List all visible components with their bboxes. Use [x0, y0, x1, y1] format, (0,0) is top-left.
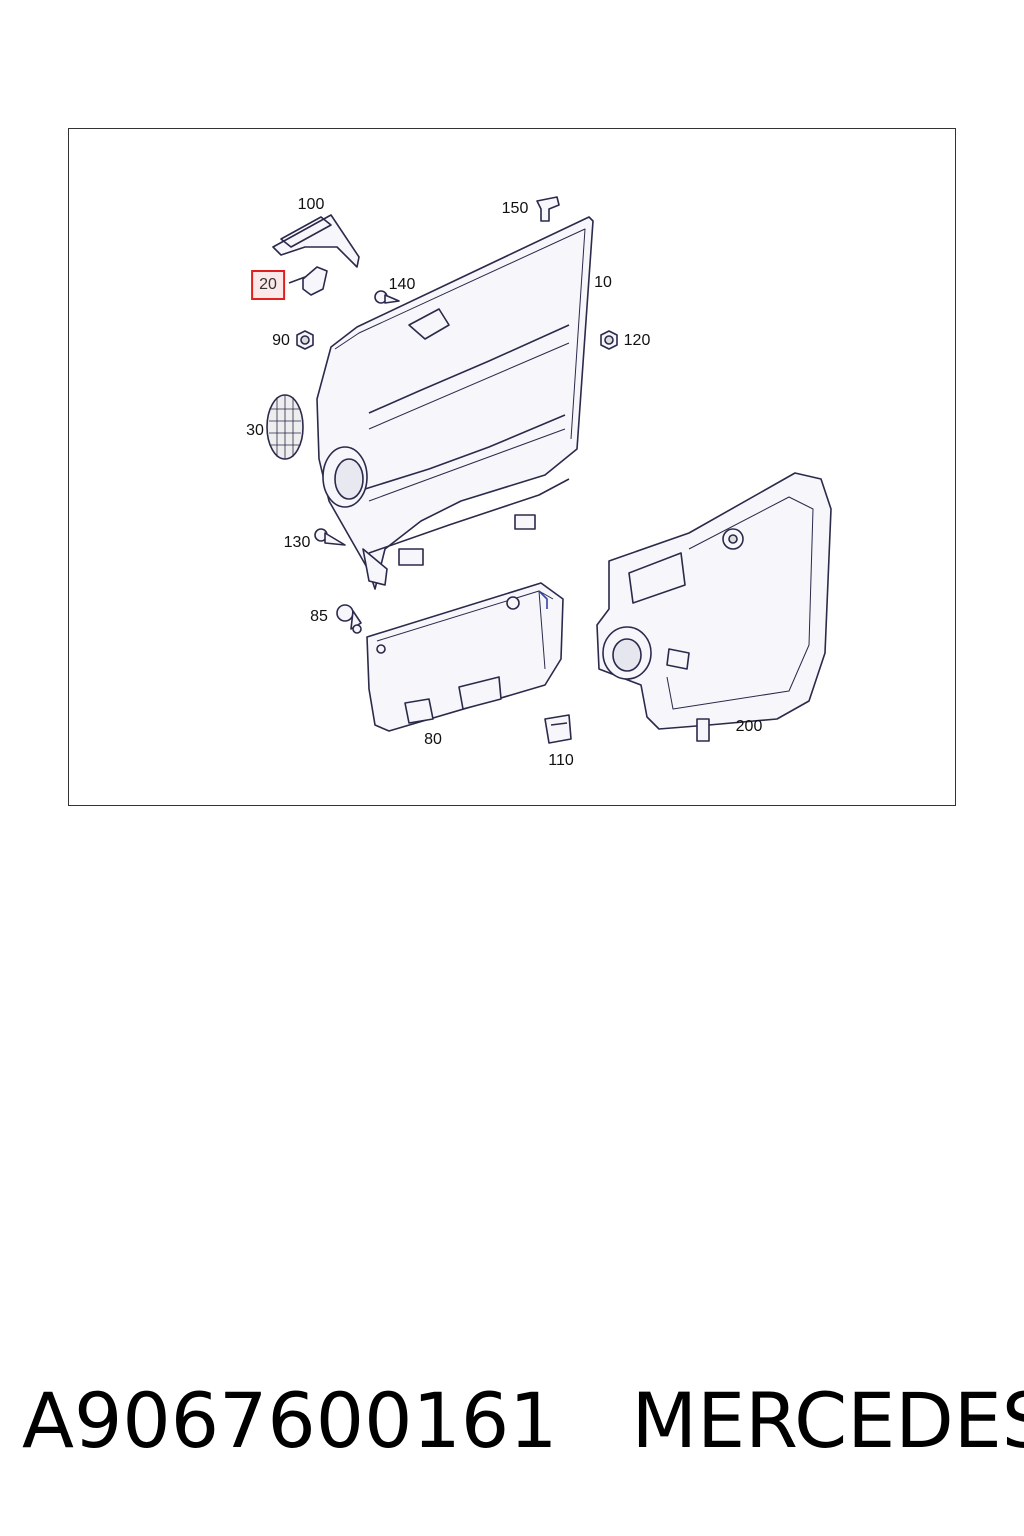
callout-10: 10	[594, 274, 612, 291]
part-number: A9067600161	[22, 1375, 558, 1465]
part-110-clip	[544, 714, 572, 744]
part-10-upper-door-panel	[316, 216, 594, 590]
callout-100: 100	[297, 196, 325, 213]
callout-30: 30	[246, 422, 264, 439]
part-130-screw	[314, 528, 346, 546]
callout-20: 20	[251, 270, 285, 300]
callout-90: 90	[272, 332, 290, 349]
part-200-inner-liner	[596, 472, 832, 742]
part-140-screw	[374, 290, 400, 304]
part-150-clip	[536, 196, 560, 222]
callout-80: 80	[424, 731, 442, 748]
door-panel-exploded-view	[266, 196, 832, 744]
callout-110: 110	[548, 752, 574, 769]
part-20-bracket	[288, 266, 328, 296]
part-90-nut	[296, 330, 314, 350]
callout-85: 85	[310, 608, 328, 625]
part-80-lower-pocket	[366, 582, 564, 732]
callout-130: 130	[283, 534, 311, 551]
callout-150: 150	[501, 200, 529, 217]
part-30-speaker-grille	[266, 394, 304, 460]
parts-diagram: 100 20 150 140 10 90 120 30 130 85 80 11…	[68, 128, 956, 806]
part-120-nut	[600, 330, 618, 350]
part-85-clip	[336, 604, 362, 634]
footer-caption: A9067600161 MERCEDES	[22, 1370, 1024, 1470]
part-100-handle	[272, 214, 360, 268]
callout-140: 140	[388, 276, 416, 293]
callout-200: 200	[735, 718, 763, 735]
callout-120: 120	[623, 332, 651, 349]
brand-name: MERCEDES	[631, 1375, 1024, 1465]
